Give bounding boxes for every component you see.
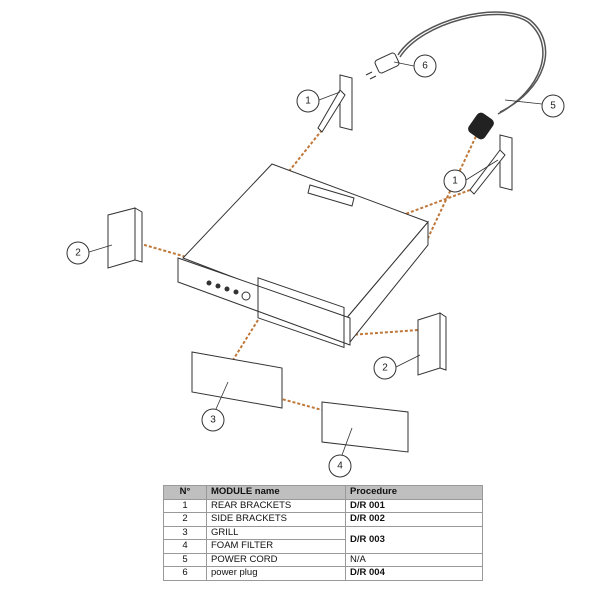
rear-bracket-left [317, 74, 353, 133]
row-module-name: power plug [206, 566, 346, 581]
callout-side-bracket-right: 2 [373, 356, 397, 380]
callout-power-plug: 6 [413, 54, 437, 78]
table-row: 2 SIDE BRACKETS D/R 002 [163, 512, 483, 527]
row-number: 5 [163, 552, 207, 567]
table-row: 5 POWER CORD N/A [163, 552, 483, 567]
table-row: 3 GRILL D/R 003 [163, 525, 483, 554]
header-procedure: Procedure [345, 485, 483, 500]
row-number: 3 [163, 525, 207, 540]
svg-text:3: 3 [210, 415, 216, 426]
header-module-name: MODULE name [206, 485, 346, 500]
row-number: 4 [163, 539, 207, 554]
row-procedure: D/R 003 [345, 525, 483, 554]
callout-rear-bracket-left: 1 [296, 89, 320, 113]
row-module-name: SIDE BRACKETS [206, 512, 346, 527]
row-module-name: REAR BRACKETS [206, 498, 346, 513]
leader-lines [88, 61, 543, 456]
power-plug [365, 52, 400, 80]
row-procedure: D/R 002 [345, 512, 483, 527]
callout-grill: 3 [201, 408, 225, 432]
header-number: N° [163, 485, 207, 500]
callout-foam-filter: 4 [328, 454, 352, 478]
callout-rear-bracket-right: 1 [443, 169, 467, 193]
exploded-view-diagram: 1 1 2 2 3 4 5 6 [66, 11, 565, 478]
side-bracket-left [107, 207, 143, 269]
svg-text:1: 1 [305, 96, 311, 107]
power-cord [397, 11, 547, 140]
svg-text:4: 4 [337, 461, 343, 472]
svg-text:2: 2 [382, 363, 388, 374]
device-chassis [177, 163, 429, 349]
table-header-row: N° MODULE name Procedure [163, 485, 483, 500]
row-module-name: FOAM FILTER [206, 539, 346, 554]
grill-panel [191, 351, 283, 409]
row-module-name: GRILL [206, 525, 346, 540]
svg-text:1: 1 [452, 176, 458, 187]
row-number: 2 [163, 512, 207, 527]
device-front-controls [206, 280, 251, 301]
table-row: 6 power plug D/R 004 [163, 566, 483, 581]
side-bracket-right [417, 312, 447, 376]
row-procedure: D/R 001 [345, 498, 483, 513]
svg-text:2: 2 [75, 248, 81, 259]
row-module-name: POWER CORD [206, 552, 346, 567]
row-procedure: N/A [345, 552, 483, 567]
svg-text:6: 6 [422, 61, 428, 72]
svg-text:5: 5 [550, 101, 556, 112]
callout-power-cord: 5 [541, 94, 565, 118]
callout-side-bracket-left: 2 [66, 241, 90, 265]
row-number: 6 [163, 566, 207, 581]
row-number: 1 [163, 498, 207, 513]
module-table: N° MODULE name Procedure 1 REAR BRACKETS… [163, 485, 483, 581]
foam-filter-panel [321, 401, 409, 453]
table-row: 1 REAR BRACKETS D/R 001 [163, 498, 483, 513]
table-row: 4 FOAM FILTER [163, 539, 483, 554]
row-procedure: D/R 004 [345, 566, 483, 581]
